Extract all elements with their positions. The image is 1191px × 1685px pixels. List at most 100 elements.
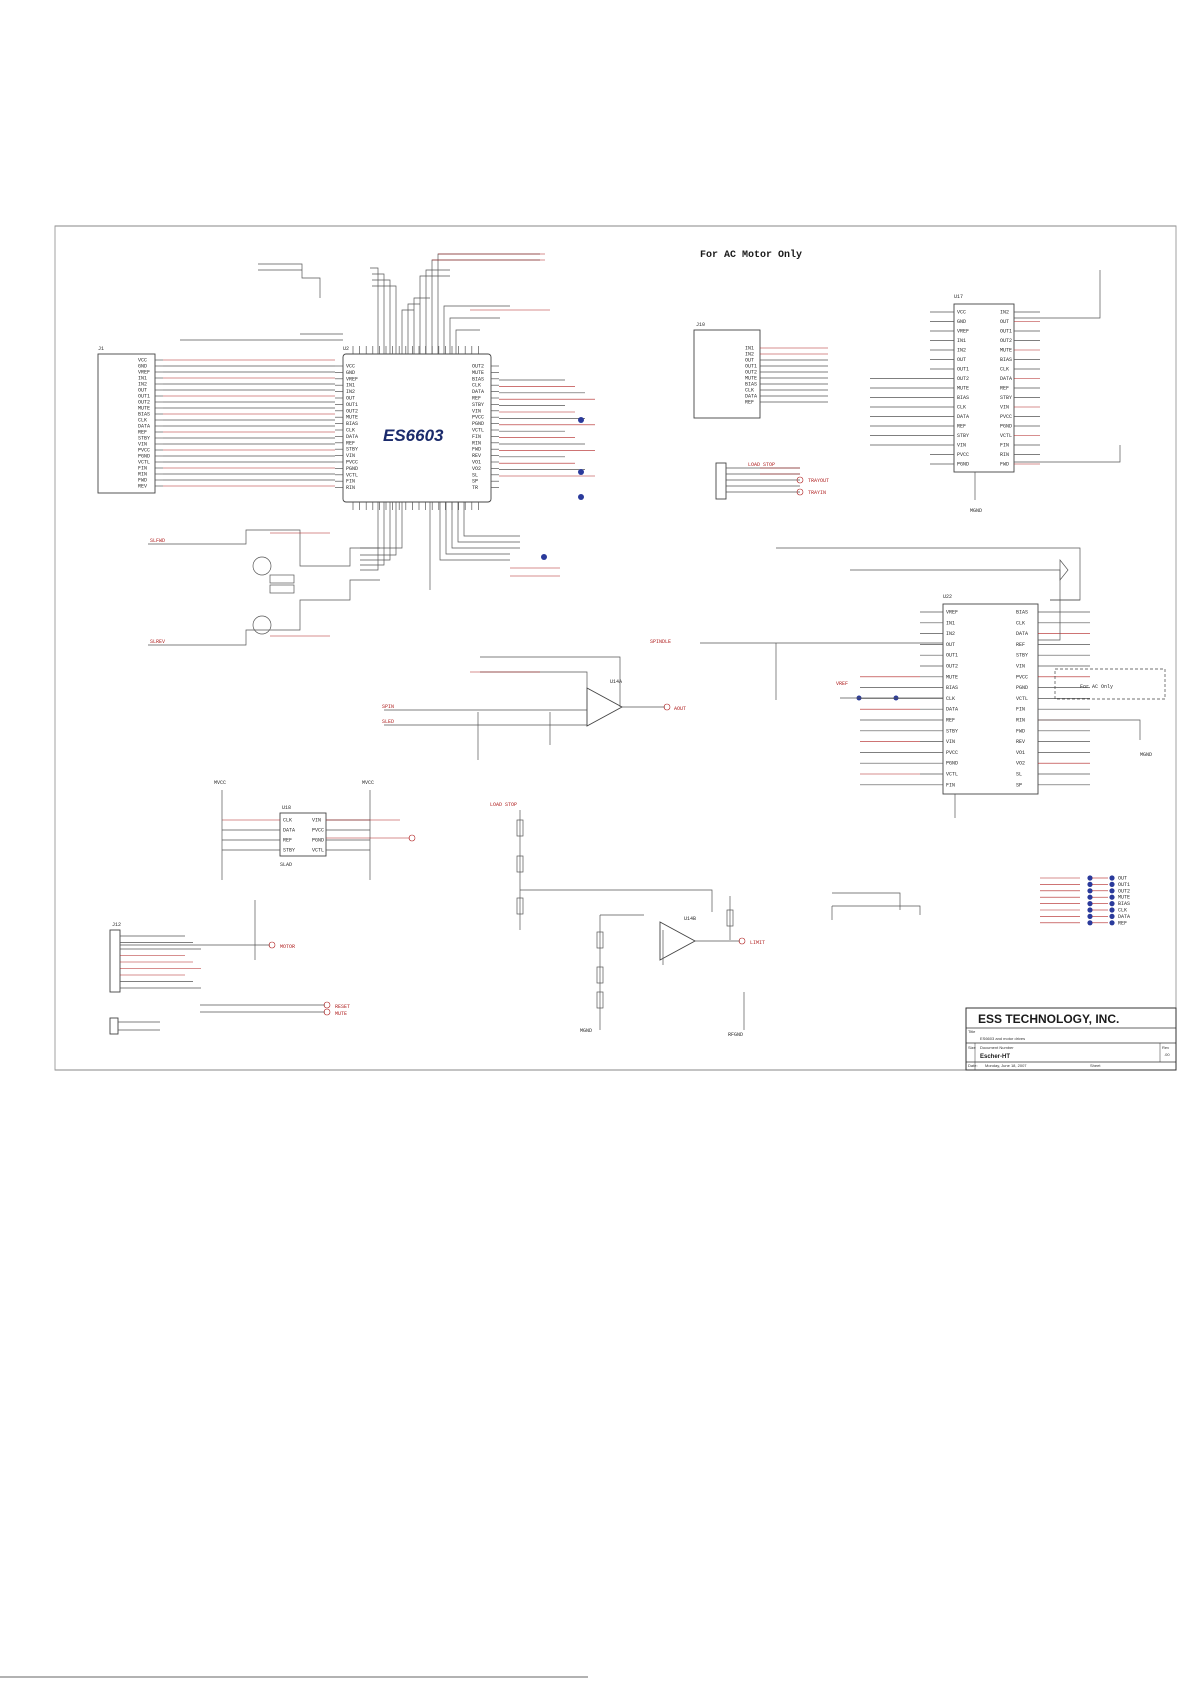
pin-label: BIAS — [1118, 901, 1130, 907]
pin-label: OUT2 — [745, 370, 757, 376]
test-point — [1087, 907, 1093, 913]
pin-label: PVCC — [472, 415, 484, 421]
net-mute: MUTE — [335, 1011, 347, 1017]
pin-label: REF — [1118, 920, 1127, 926]
pin-label: DATA — [346, 434, 358, 440]
pin-label: BIAS — [138, 412, 150, 418]
pin-label: OUT2 — [346, 408, 358, 414]
test-point — [1087, 913, 1093, 920]
net-trayin: TRAYIN — [808, 490, 826, 496]
pin-label: REF — [1016, 642, 1025, 648]
test-point — [578, 494, 584, 500]
pin-label: VIN — [472, 408, 481, 414]
pin-label: PVCC — [138, 448, 150, 454]
pin-label: CLK — [1016, 620, 1025, 626]
u18-ref: U18 — [282, 805, 291, 811]
pin-label: MUTE — [745, 376, 757, 382]
pin-label: IN2 — [1000, 310, 1009, 316]
pin-label: CLK — [1000, 367, 1009, 373]
pin-label: MUTE — [957, 386, 969, 392]
doc-value: Escher-HT — [980, 1054, 1010, 1060]
pin-label: IN1 — [946, 620, 955, 626]
pin-label: REF — [946, 718, 955, 724]
pin-label: OUT1 — [957, 367, 969, 373]
pin-label: IN1 — [957, 338, 966, 344]
pin-label: OUT — [138, 388, 147, 394]
pin-label: MUTE — [1000, 348, 1012, 354]
pin-label: PGND — [946, 761, 958, 767]
pin-label: STBY — [1000, 395, 1012, 401]
pin-label: FIN — [1016, 707, 1025, 713]
pin-label: STBY — [472, 402, 484, 408]
pin-label: GND — [957, 319, 966, 325]
connector-j1: J1 VCCGNDVREFIN1IN2OUTOUT1OUT2MUTEBIASCL… — [97, 346, 163, 494]
pin-label: TR — [472, 485, 478, 491]
u-main-ref: U2 — [343, 346, 349, 352]
pin-label: VCTL — [946, 772, 958, 778]
pin-label: OUT — [1118, 876, 1127, 882]
pin-label: DATA — [946, 707, 958, 713]
pin-label: BIAS — [1016, 610, 1028, 616]
pin-label: MUTE — [472, 370, 484, 376]
pin-label: VREF — [346, 376, 358, 382]
test-point — [1109, 920, 1115, 926]
net-load-stop-1: LOAD STOP — [748, 462, 775, 468]
net-spindle: SPINDLE — [650, 639, 671, 645]
pin-label: IN1 — [138, 376, 147, 382]
test-point — [1109, 894, 1115, 900]
resistor — [726, 909, 734, 927]
pin-label: PVCC — [312, 828, 324, 834]
size-label: Size — [968, 1045, 977, 1050]
resistor — [516, 897, 524, 915]
company-name: ESS TECHNOLOGY, INC. — [978, 1012, 1119, 1026]
pin-label: VIN — [1000, 405, 1009, 411]
top-wiring — [180, 253, 550, 354]
pin-label: VIN — [346, 453, 355, 459]
pin-label: RIN — [1016, 718, 1025, 724]
pin-label: PVCC — [1000, 414, 1012, 420]
resistor — [596, 991, 604, 1009]
resistor — [516, 819, 524, 837]
pin-label: IN2 — [946, 631, 955, 637]
pin-label: FIN — [1000, 443, 1009, 449]
net-mvcc-1: MVCC — [214, 780, 226, 786]
pin-label: REF — [283, 838, 292, 844]
pin-label: REV — [472, 453, 481, 459]
pin-label: IN2 — [957, 348, 966, 354]
test-point — [1087, 888, 1093, 894]
pin-label: VO2 — [472, 466, 481, 472]
test-point — [1109, 907, 1115, 913]
pin-label: VO2 — [1016, 761, 1025, 767]
pin-label: CLK — [957, 405, 966, 411]
chip-bottom-wiring — [360, 502, 560, 590]
pin-label: VCTL — [1016, 696, 1028, 702]
pin-label: IN2 — [138, 382, 147, 388]
pin-label: VCTL — [138, 460, 150, 466]
pin-label: DATA — [283, 828, 295, 834]
pin-label: VCTL — [346, 472, 358, 478]
net-reset: RESET — [335, 1004, 350, 1010]
pin-label: PVCC — [946, 750, 958, 756]
pin-label: RIN — [346, 485, 355, 491]
j12-ref: J12 — [112, 922, 121, 928]
pin-label: OUT2 — [472, 364, 484, 370]
opamp-u14b: LOAD STOP U14B LIMIT MGND — [490, 802, 765, 1034]
rev-value: .00 — [1164, 1052, 1170, 1057]
test-point — [1109, 888, 1115, 894]
pin-label: PGND — [1016, 685, 1028, 691]
pin-label: MUTE — [138, 406, 150, 412]
date-value: Monday, June 18, 2007 — [985, 1063, 1027, 1068]
pin-label: FIN — [472, 434, 481, 440]
pin-label: PGND — [312, 838, 324, 844]
pin-label: VCTL — [472, 428, 484, 434]
pin-label: PGND — [472, 421, 484, 427]
pin-label: BIAS — [1000, 357, 1012, 363]
net-rfgnd: RFGND — [728, 1032, 743, 1038]
pin-label: FWD — [1000, 462, 1009, 468]
es6603-pins-left: VCCGNDVREFIN1IN2OUTOUT1OUT2MUTEBIASCLKDA… — [335, 364, 358, 491]
pin-label: REF — [1000, 386, 1009, 392]
u17-ref: U17 — [954, 294, 963, 300]
pin-label: DATA — [957, 414, 969, 420]
